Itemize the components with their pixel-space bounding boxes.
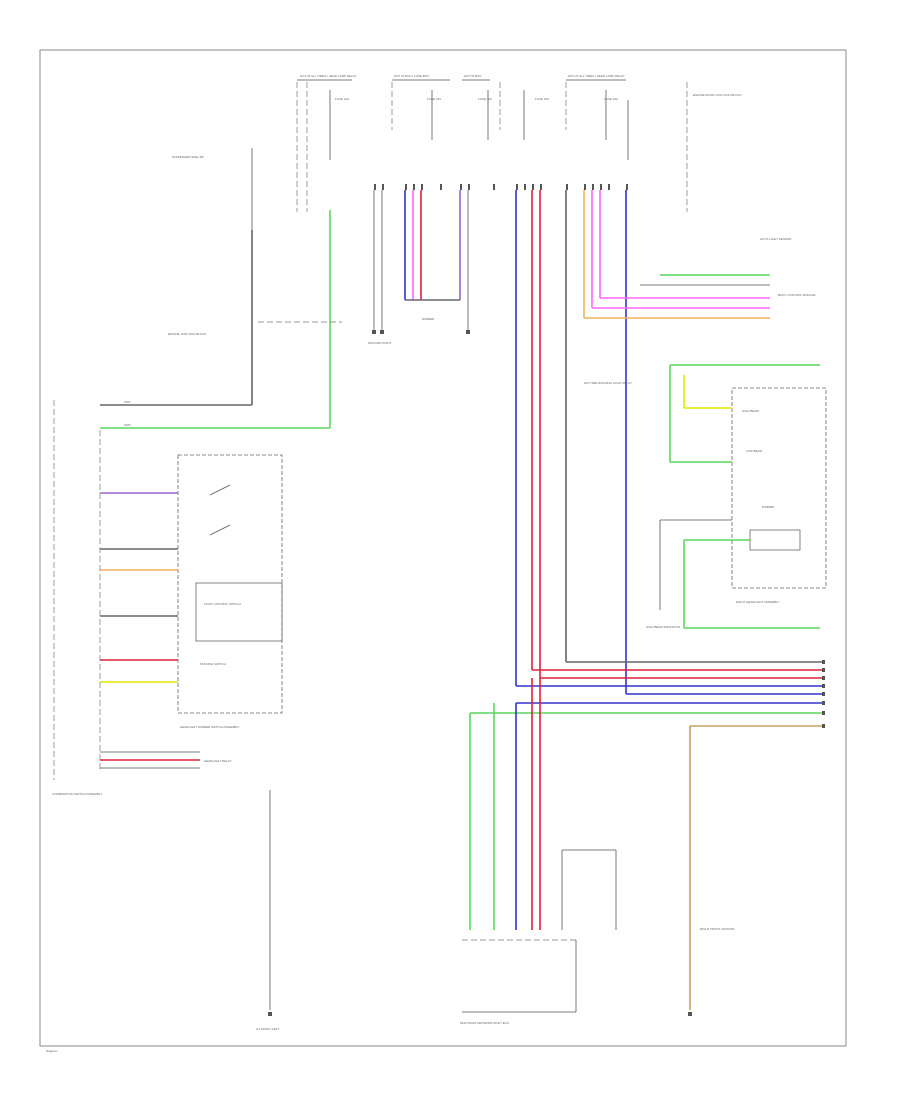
svg-text:PASSING SWITCH: PASSING SWITCH — [200, 662, 226, 666]
connector-pin-row — [374, 184, 628, 190]
svg-text:DIMMER: DIMMER — [422, 317, 435, 321]
fuse-labels: FUSE 10A FUSE 15A FUSE 10A FUSE 15A FUSE… — [335, 97, 618, 101]
right-headlight-assembly: HIGH BEAM LOW BEAM DIMMER RIGHT HEADLIGH… — [659, 364, 827, 629]
svg-text:FUSE 10A: FUSE 10A — [478, 97, 492, 101]
right-terminals — [822, 660, 825, 728]
wire-label-grn: GRN — [124, 423, 131, 427]
headlight-relay-label: HEADLIGHT RELAY — [204, 759, 232, 763]
svg-text:DIMMER: DIMMER — [762, 505, 775, 509]
svg-text:FUSE 15A: FUSE 15A — [427, 97, 441, 101]
left-connector-label: COMBINATION SWITCH ASSEMBLY — [52, 792, 102, 796]
relay-coil-icon — [749, 529, 801, 551]
switch-icon — [209, 484, 231, 536]
bottom-module: MULTIPLEX NETWORK BODY ECU — [460, 939, 577, 1025]
top-junction-labels: HOT AT ALL TIMES | HEAD LAMP RELAY HOT I… — [297, 74, 626, 81]
svg-text:HEADLIGHT DIMMER SWITCH ASSEMB: HEADLIGHT DIMMER SWITCH ASSEMBLY — [180, 725, 239, 729]
page-mark: Diagram — [46, 1049, 58, 1053]
svg-text:FUSE 10A: FUSE 10A — [604, 97, 618, 101]
svg-text:BODY CONTROL MODULE: BODY CONTROL MODULE — [778, 293, 816, 297]
combination-switch-assembly: LIGHT CONTROL SWITCH PASSING SWITCH HEAD… — [177, 454, 283, 729]
svg-text:HOT IN RUN: HOT IN RUN — [464, 74, 481, 78]
auto-light-sensor: AUTO LIGHT SENSOR BODY CONTROL MODULE — [584, 237, 816, 319]
svg-text:HOT IN RUN | FUSE BOX: HOT IN RUN | FUSE BOX — [394, 74, 429, 78]
left-junction-label: PASSENGER SIDE J/B — [172, 155, 203, 159]
engine-ecm-label: ENGINE JUNCTION BLOCK — [168, 332, 207, 336]
svg-text:HIGH BEAM: HIGH BEAM — [742, 409, 759, 413]
svg-text:FUSE 15A: FUSE 15A — [535, 97, 549, 101]
svg-text:LOW BEAM: LOW BEAM — [746, 449, 763, 453]
svg-text:FUSE 10A: FUSE 10A — [335, 97, 349, 101]
body-ecm-label: ENGINE ROOM JUNCTION BLOCK — [693, 93, 742, 97]
high-beam-indicator-label: HIGH BEAM INDICATOR — [646, 625, 681, 629]
ground-icon — [268, 1012, 272, 1016]
connector-pin-icon — [374, 184, 376, 190]
svg-text:RIGHT HEADLIGHT ASSEMBLY: RIGHT HEADLIGHT ASSEMBLY — [736, 600, 780, 604]
svg-text:HOT AT ALL TIMES | HEAD LAMP R: HOT AT ALL TIMES | HEAD LAMP RELAY — [568, 74, 625, 78]
lower-right-ground-label: RIGHT FRONT GROUND — [700, 927, 735, 931]
daytime-relay-label: DAYTIME RUNNING LIGHT RELAY — [584, 381, 632, 385]
svg-text:GROUND POINT: GROUND POINT — [368, 341, 392, 345]
diagram-frame — [39, 49, 847, 1047]
svg-text:AUTO LIGHT SENSOR: AUTO LIGHT SENSOR — [760, 237, 792, 241]
switch-input-wires — [100, 492, 178, 683]
ground-left-label: G1 FRONT LEFT — [256, 1027, 279, 1031]
wire-label-wht: WHT — [124, 400, 131, 404]
svg-text:HOT AT ALL TIMES | HEAD LAMP R: HOT AT ALL TIMES | HEAD LAMP RELAY — [300, 74, 357, 78]
fuse-stubs — [251, 90, 629, 230]
svg-text:LIGHT CONTROL SWITCH: LIGHT CONTROL SWITCH — [204, 602, 241, 606]
horizontal-bus — [470, 661, 822, 727]
svg-text:MULTIPLEX NETWORK BODY ECU: MULTIPLEX NETWORK BODY ECU — [460, 1021, 509, 1025]
